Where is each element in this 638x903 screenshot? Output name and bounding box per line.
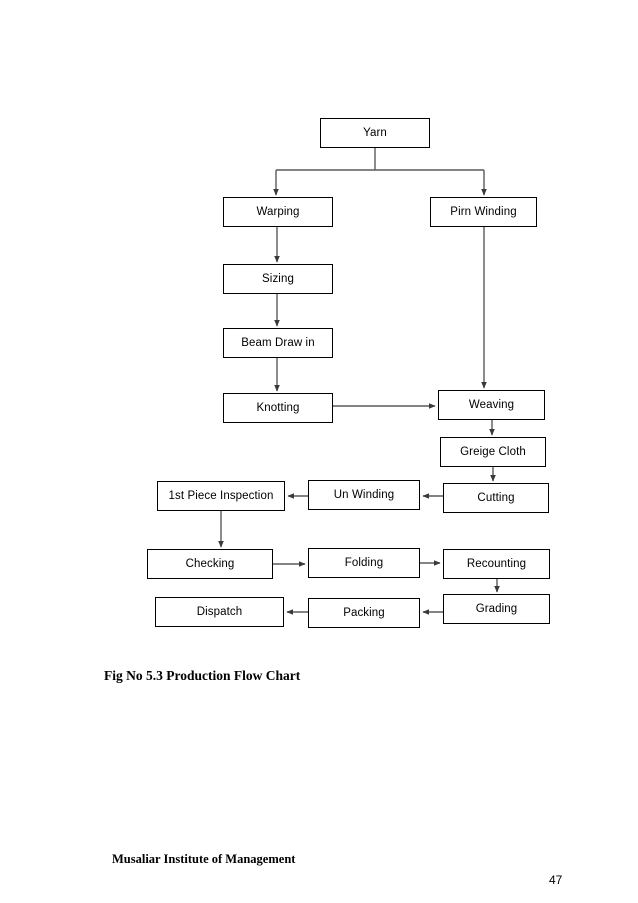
flow-node-knotting[interactable]: Knotting xyxy=(223,393,333,423)
flow-node-label: Folding xyxy=(344,556,384,569)
figure-caption: Fig No 5.3 Production Flow Chart xyxy=(104,668,301,683)
flow-node-beam-draw-in[interactable]: Beam Draw in xyxy=(223,328,333,358)
flow-node-label: Greige Cloth xyxy=(460,445,526,458)
flow-node-label: Weaving xyxy=(468,398,515,411)
flow-node-label: Warping xyxy=(256,205,300,218)
flow-node-cutting[interactable]: Cutting xyxy=(443,483,549,513)
flow-node-checking[interactable]: Checking xyxy=(147,549,273,579)
flow-node-pirn-winding[interactable]: Pirn Winding xyxy=(430,197,537,227)
flow-node-sizing[interactable]: Sizing xyxy=(223,264,333,294)
flow-node-label: Un Winding xyxy=(333,488,395,501)
flow-node-dispatch[interactable]: Dispatch xyxy=(155,597,284,627)
flow-node-label: Cutting xyxy=(477,491,515,504)
flow-connector-layer xyxy=(218,148,500,615)
flow-node-label: Sizing xyxy=(262,272,294,285)
flow-node-label: Checking xyxy=(185,557,235,570)
flow-node-warping[interactable]: Warping xyxy=(223,197,333,227)
flow-node-1st-piece-inspection[interactable]: 1st Piece Inspection xyxy=(157,481,285,511)
flow-node-label: Pirn Winding xyxy=(450,205,517,218)
flow-node-label: Grading xyxy=(475,602,518,615)
flow-node-folding[interactable]: Folding xyxy=(308,548,420,578)
flow-node-grading[interactable]: Grading xyxy=(443,594,550,624)
flow-node-recounting[interactable]: Recounting xyxy=(443,549,550,579)
flow-node-label: Recounting xyxy=(466,557,527,570)
flow-node-greige-cloth[interactable]: Greige Cloth xyxy=(440,437,546,467)
flow-node-yarn[interactable]: Yarn xyxy=(320,118,430,148)
flow-node-label: Beam Draw in xyxy=(241,336,315,349)
flow-node-packing[interactable]: Packing xyxy=(308,598,420,628)
production-flow-chart: Yarn Warping Pirn Winding Sizing Beam Dr… xyxy=(147,118,550,628)
flow-node-label: 1st Piece Inspection xyxy=(168,489,274,502)
flow-node-weaving[interactable]: Weaving xyxy=(438,390,545,420)
footer-page-number: 47 xyxy=(549,873,563,887)
flow-node-un-winding[interactable]: Un Winding xyxy=(308,480,420,510)
flow-node-label: Packing xyxy=(343,606,385,619)
flow-node-label: Knotting xyxy=(256,401,300,414)
flow-node-label: Yarn xyxy=(363,126,387,139)
footer-organization: Musaliar Institute of Management xyxy=(112,852,296,866)
flow-node-label: Dispatch xyxy=(196,605,243,618)
